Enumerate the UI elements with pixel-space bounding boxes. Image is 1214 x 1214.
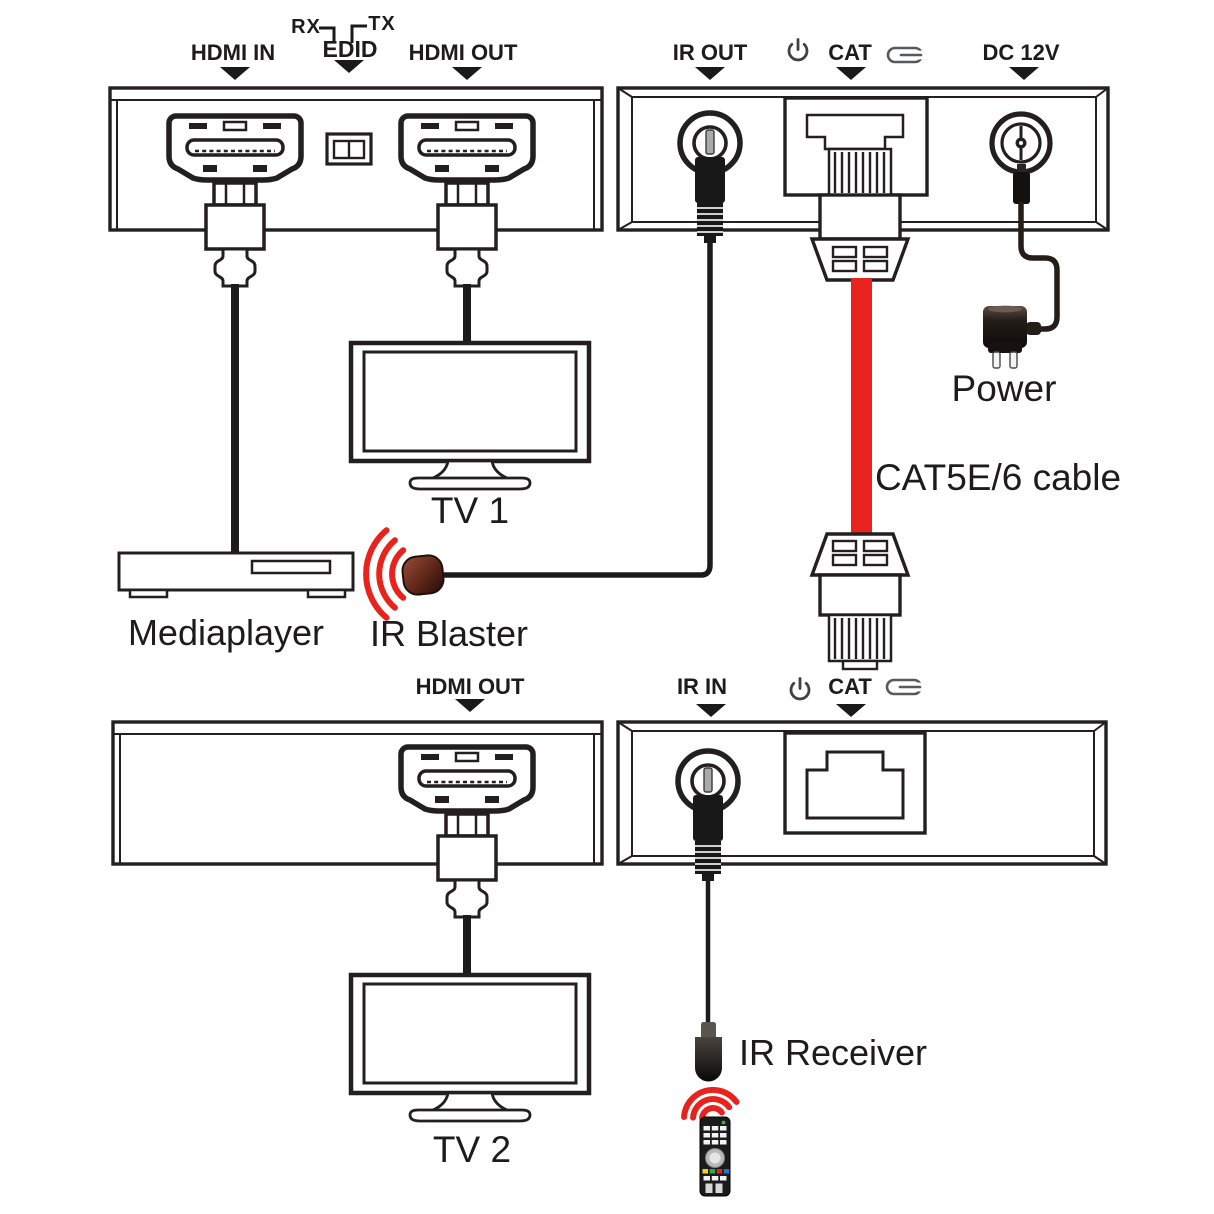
tv1-label: TV 1 — [430, 490, 510, 531]
power-icon — [789, 677, 811, 701]
cat-top-label: CAT — [828, 40, 872, 65]
hdmi-out-port-top — [401, 116, 533, 180]
cat-bottom-label: CAT — [828, 674, 872, 699]
tv2 — [351, 975, 589, 1121]
ir-out-cable — [441, 240, 713, 578]
rx-tx-brackets — [319, 24, 367, 43]
dc-cable — [1018, 201, 1060, 332]
ir-blaster-label: IR Blaster — [369, 613, 529, 654]
remote-control — [699, 1116, 731, 1197]
hdmi-out-plug-top — [436, 181, 498, 288]
ir-in-label: IR IN — [676, 674, 728, 699]
tv1 — [351, 343, 589, 489]
ir-receiver-eye — [695, 1022, 722, 1082]
hdmi-out-bottom-label: HDMI OUT — [415, 674, 525, 699]
hdmi-in-port — [169, 116, 301, 180]
power-label: Power — [951, 368, 1057, 409]
link-icon — [885, 678, 926, 696]
ir-receiver-label: IR Receiver — [738, 1032, 928, 1073]
hdmi-in-label: HDMI IN — [190, 40, 276, 65]
cat-port-bottom — [783, 731, 927, 835]
mediaplayer — [117, 551, 355, 599]
power-adapter — [983, 305, 1041, 369]
rj45-plug-hanging — [809, 532, 911, 671]
ir-blaster — [363, 527, 445, 621]
dc-12v-jack — [989, 111, 1053, 175]
dc-plug — [1013, 164, 1030, 204]
cat5e-cable — [851, 278, 872, 535]
edid-label: EDID — [322, 36, 378, 62]
cat5e-cable-label: CAT5E/6 cable — [874, 457, 1122, 498]
tx-label: TX — [368, 13, 396, 35]
ir-signal-icon — [363, 527, 407, 621]
hdmi-out-plug-bottom — [436, 812, 498, 919]
power-icon — [787, 38, 809, 62]
ir-out-label: IR OUT — [672, 40, 748, 65]
rj45-plug-top — [809, 147, 911, 282]
tv2-label: TV 2 — [432, 1129, 512, 1170]
hdmi-in-plug — [204, 181, 266, 288]
mediaplayer-label: Mediaplayer — [127, 612, 325, 653]
ir-signal-icon-remote — [681, 1086, 740, 1122]
dc-12v-label: DC 12V — [982, 40, 1060, 65]
hdmi-out-top-label: HDMI OUT — [408, 40, 518, 65]
hdmi-out-port-bottom — [401, 747, 533, 811]
rx-label: RX — [291, 16, 321, 38]
link-icon — [886, 46, 927, 64]
edid-switch — [325, 132, 373, 166]
